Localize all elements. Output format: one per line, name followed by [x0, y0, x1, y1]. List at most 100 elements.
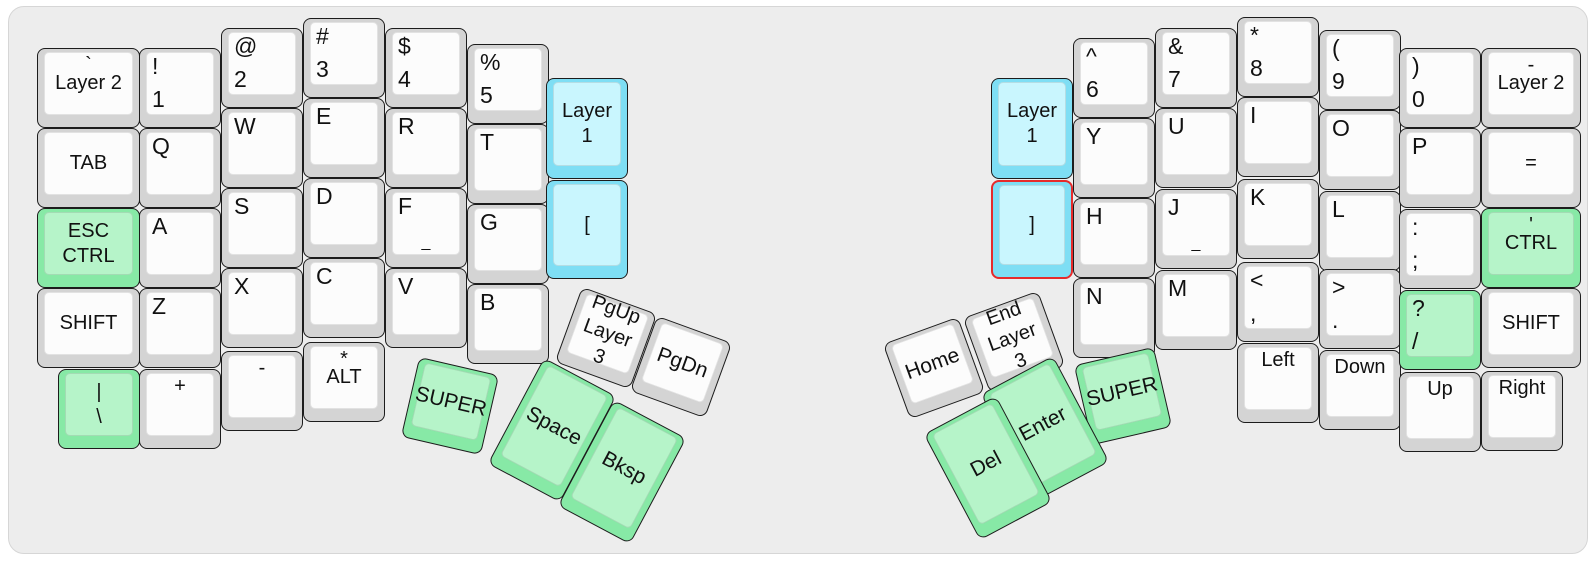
key-k[interactable]: K — [1237, 179, 1319, 259]
key-j[interactable]: J_ — [1155, 189, 1237, 269]
key-i[interactable]: I — [1237, 97, 1319, 177]
key-layer1-right[interactable]: Layer 1 — [991, 78, 1073, 179]
key-u[interactable]: U — [1155, 108, 1237, 188]
key-label: E — [316, 103, 332, 129]
key-right-arrow[interactable]: Right — [1481, 371, 1563, 451]
key-label: $ — [398, 33, 411, 59]
key-hash-3[interactable]: #3 — [303, 18, 385, 98]
key-label: D — [316, 183, 333, 209]
key-dollar-4[interactable]: $4 — [385, 28, 467, 108]
key-label: SHIFT — [59, 312, 118, 334]
key-label: P — [1412, 133, 1428, 159]
key-label: I — [1250, 102, 1257, 128]
key-label: 7 — [1168, 66, 1181, 92]
key-label: 5 — [480, 82, 493, 108]
key-minus-layer2[interactable]: -Layer 2 — [1481, 48, 1581, 128]
key-lbracket[interactable]: [ — [546, 180, 628, 279]
key-minus[interactable]: - — [221, 351, 303, 431]
key-label: < — [1250, 267, 1264, 293]
keycap-top: PgUp Layer 3 — [565, 291, 650, 375]
key-caret-6[interactable]: ^6 — [1073, 38, 1155, 118]
key-greater-period[interactable]: >. — [1319, 269, 1401, 349]
key-l[interactable]: L — [1319, 191, 1401, 271]
key-pipe-backslash[interactable]: | \ — [58, 369, 140, 449]
key-shift-right[interactable]: SHIFT — [1481, 288, 1581, 368]
key-h[interactable]: H — [1073, 198, 1155, 278]
keycap-top: Down — [1326, 354, 1394, 417]
key-paren-0[interactable]: )0 — [1399, 48, 1481, 128]
key-n[interactable]: N — [1073, 278, 1155, 358]
key-label: Layer 2 — [1497, 72, 1565, 94]
key-down-arrow[interactable]: Down — [1319, 350, 1401, 430]
key-w[interactable]: W — [221, 108, 303, 188]
keycap-top: P — [1406, 132, 1474, 195]
key-label: T — [480, 129, 495, 155]
key-label: . — [1332, 307, 1339, 333]
key-v[interactable]: V — [385, 268, 467, 348]
key-label: ESC CTRL — [62, 219, 115, 267]
key-label: X — [234, 273, 250, 299]
keycap-top: X — [228, 272, 296, 335]
key-label: TAB — [69, 152, 108, 174]
keycap-top: Home — [890, 322, 975, 405]
key-label: | \ — [96, 380, 102, 428]
key-label: Z — [152, 293, 167, 319]
key-a[interactable]: A — [139, 208, 221, 288]
keycap-top: %5 — [474, 48, 542, 111]
key-at-2[interactable]: @2 — [221, 28, 303, 108]
key-exclam-1[interactable]: !1 — [139, 48, 221, 128]
key-label: ) — [1412, 53, 1420, 79]
key-f[interactable]: F_ — [385, 188, 467, 268]
keycap-top: W — [228, 112, 296, 175]
key-less-comma[interactable]: <, — [1237, 262, 1319, 342]
key-esc-ctrl[interactable]: ESC CTRL — [37, 208, 140, 288]
key-z[interactable]: Z — [139, 288, 221, 368]
key-question-slash[interactable]: ?/ — [1399, 290, 1481, 370]
keycap-top: D — [310, 182, 378, 245]
key-t[interactable]: T — [467, 124, 549, 204]
key-label: [ — [584, 213, 590, 236]
key-label: R — [398, 113, 415, 139]
key-percent-5[interactable]: %5 — [467, 44, 549, 124]
key-label: N — [1086, 283, 1103, 309]
key-amp-7[interactable]: &7 — [1155, 28, 1237, 108]
key-left-arrow[interactable]: Left — [1237, 343, 1319, 423]
key-backtick-layer2[interactable]: `Layer 2 — [37, 48, 140, 128]
key-label: * — [340, 348, 348, 370]
key-shift-left[interactable]: SHIFT — [37, 288, 140, 368]
key-star-8[interactable]: *8 — [1237, 17, 1319, 97]
key-b[interactable]: B — [467, 284, 549, 364]
key-e[interactable]: E — [303, 98, 385, 178]
key-r[interactable]: R — [385, 108, 467, 188]
key-tab[interactable]: TAB — [37, 128, 140, 208]
key-q[interactable]: Q — [139, 128, 221, 208]
key-m[interactable]: M — [1155, 270, 1237, 350]
key-s[interactable]: S — [221, 188, 303, 268]
keycap-top: U — [1162, 112, 1230, 175]
keycap-top: #3 — [310, 22, 378, 85]
keycap-top: B — [474, 288, 542, 351]
key-paren-9[interactable]: (9 — [1319, 30, 1401, 110]
key-y[interactable]: Y — [1073, 118, 1155, 198]
key-up-arrow[interactable]: Up — [1399, 372, 1481, 452]
key-g[interactable]: G — [467, 204, 549, 284]
key-label: SUPER — [413, 381, 489, 421]
key-equals[interactable]: = — [1481, 128, 1581, 208]
key-colon-semicolon[interactable]: :; — [1399, 209, 1481, 289]
key-x[interactable]: X — [221, 268, 303, 348]
key-p[interactable]: P — [1399, 128, 1481, 208]
key-plus[interactable]: + — [139, 369, 221, 449]
key-label: S — [234, 193, 250, 219]
keycap-top: SHIFT — [1488, 292, 1574, 355]
key-rbracket[interactable]: ] — [991, 180, 1073, 279]
key-o[interactable]: O — [1319, 110, 1401, 190]
keycap-top: [ — [553, 184, 621, 266]
key-quote-ctrl[interactable]: 'CTRL — [1481, 208, 1581, 288]
key-super-left[interactable]: SUPER — [400, 356, 500, 456]
key-star-alt[interactable]: *ALT — [303, 342, 385, 422]
key-c[interactable]: C — [303, 258, 385, 338]
key-d[interactable]: D — [303, 178, 385, 258]
key-layer1-left[interactable]: Layer 1 — [546, 78, 628, 179]
keycap-top: C — [310, 262, 378, 325]
key-label: F — [398, 193, 413, 219]
